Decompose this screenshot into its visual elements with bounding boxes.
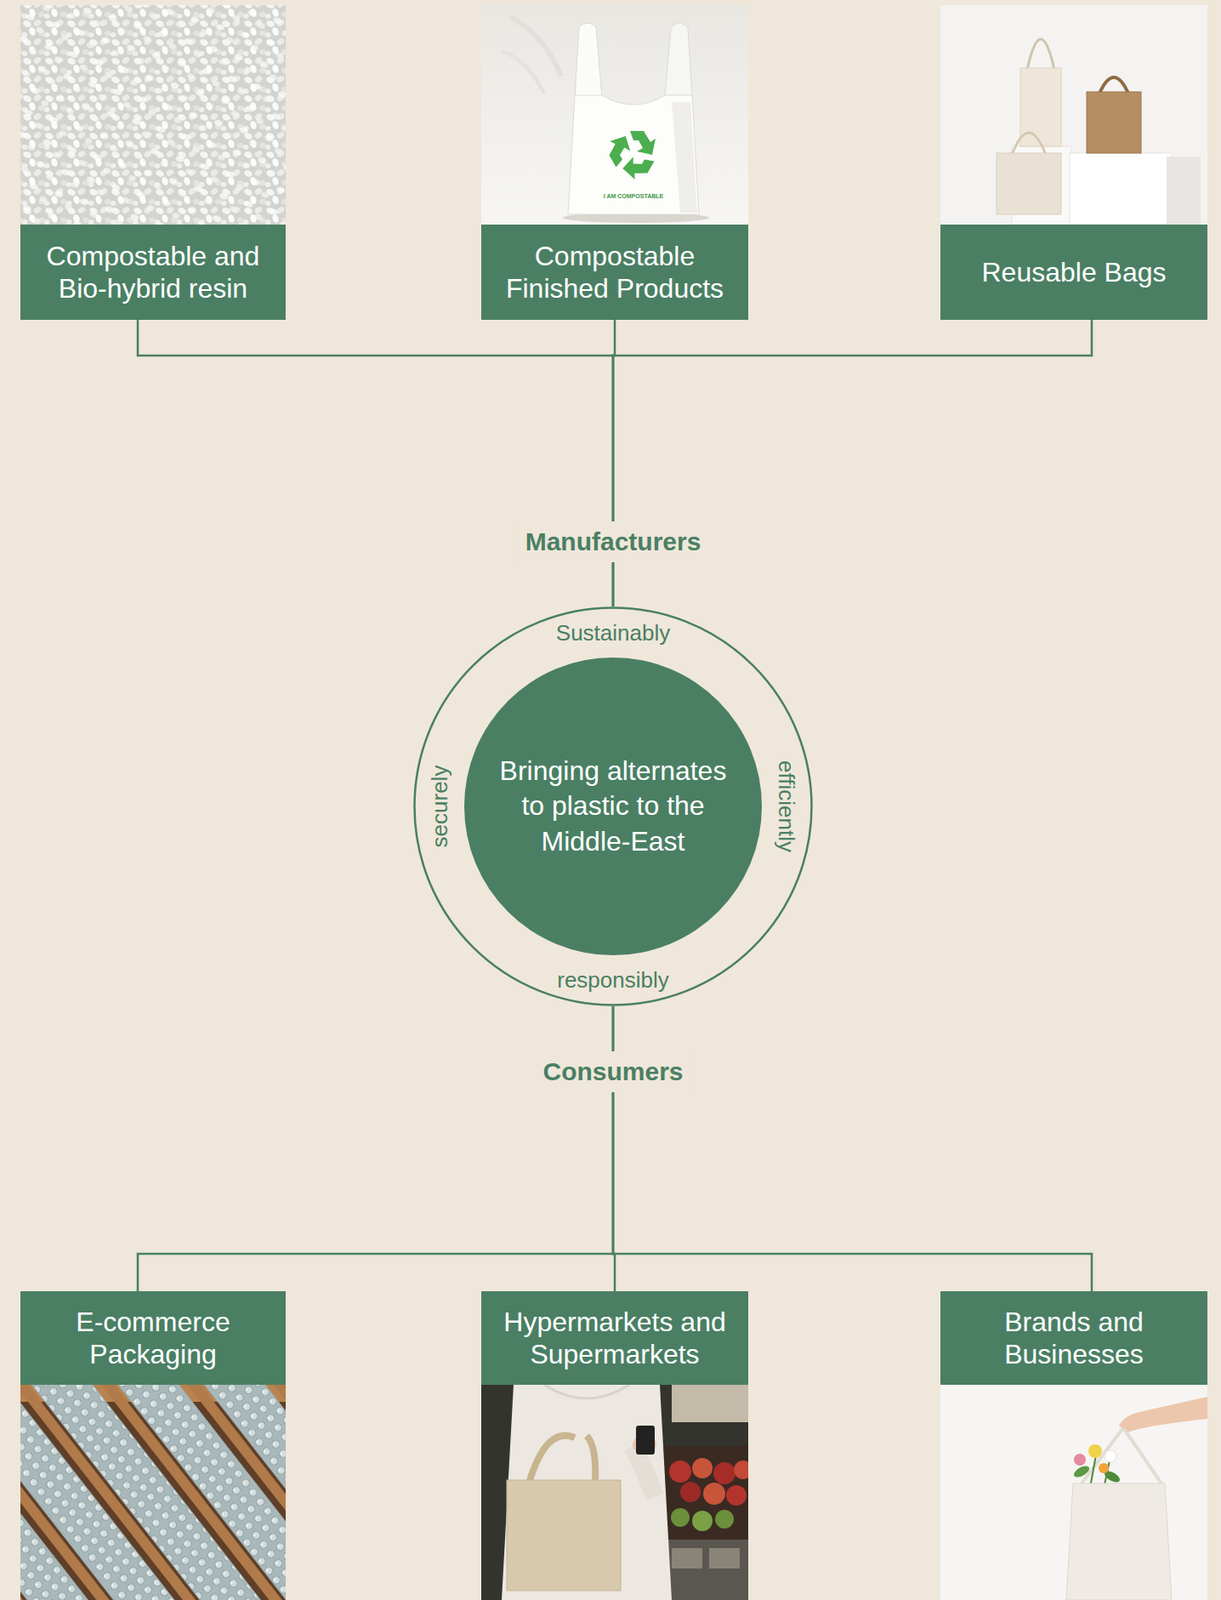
- label-box: Compostable Finished Products: [481, 224, 749, 320]
- resin-photo-part: [20, 5, 286, 225]
- flow-label: Consumers: [533, 1050, 692, 1092]
- ring-word-slot: Sustainably: [556, 620, 671, 646]
- ring-word-slot: responsibly: [556, 967, 670, 993]
- brand-bag-photo: [940, 1384, 1208, 1600]
- supermarket-photo-part: [636, 1425, 655, 1454]
- supermarket-photo-part: [506, 1479, 621, 1591]
- ecommerce-photo-part-part: [147, 1384, 286, 1576]
- reusable-bags-photo-part: [1011, 132, 1046, 155]
- compostable-bag-photo-part: [510, 17, 562, 77]
- supermarket-photo-part: [733, 1459, 749, 1479]
- ecommerce-photo-part-part: [93, 1384, 286, 1600]
- ring-word: efficiently: [774, 760, 800, 852]
- compostable-bag-photo-part: [567, 95, 699, 215]
- supermarket-photo-part: [703, 1482, 726, 1505]
- ecommerce-photo-part-part: [136, 1384, 286, 1585]
- compostable-bag-photo-part-part: [630, 130, 656, 155]
- ring-word-slot: efficiently: [774, 760, 800, 852]
- connector-line: [137, 319, 614, 607]
- center-circle: Bringing alternates to plastic to the Mi…: [464, 657, 762, 955]
- reusable-bags-photo: [940, 5, 1208, 225]
- ring-outline: [414, 607, 813, 1006]
- supermarket-photo-part: [501, 1384, 672, 1600]
- brand-bag-photo-part: [1072, 1463, 1091, 1480]
- compostable-bag-photo-part: [481, 5, 749, 225]
- reusable-bags-photo-part: [996, 153, 1062, 215]
- connector-line: [613, 319, 1092, 607]
- box-label: E-commerce Packaging: [37, 1305, 269, 1371]
- ring-word: securely: [427, 765, 453, 848]
- box-label: Compostable and Bio-hybrid resin: [37, 239, 269, 306]
- compostable-bag-photo-part: [501, 51, 545, 94]
- supermarket-photo-part: [715, 1509, 734, 1528]
- brand-bag-photo-part: [1118, 1396, 1208, 1432]
- label-box: Reusable Bags: [940, 224, 1208, 320]
- reusable-bags-photo-part: [940, 5, 1208, 225]
- compostable-bag-photo-part: [574, 22, 602, 97]
- bag-print: I AM COMPOSTABLE: [603, 193, 664, 200]
- compostable-bag-photo-part-part: [602, 132, 637, 167]
- label-box: Brands and Businesses: [940, 1290, 1208, 1385]
- brand-bag-photo-part: [1088, 1443, 1102, 1458]
- brand-bag-photo-part: [940, 1384, 1208, 1600]
- compostable-bag-photo: [481, 5, 749, 225]
- label-slot: I AM COMPOSTABLE: [603, 193, 664, 200]
- supermarket-photo-part: [680, 1481, 701, 1502]
- supermarket-photo-part: [726, 1484, 747, 1505]
- ring-circle: Sustainably efficiently responsibly securel…: [413, 606, 813, 1006]
- reusable-bags-photo-part: [1086, 91, 1142, 154]
- supermarket-photo-part: [671, 1384, 749, 1422]
- box-label: Reusable Bags: [981, 255, 1166, 289]
- supermarket-photo-part: [586, 1435, 596, 1483]
- connector-line: [613, 1005, 1092, 1291]
- brand-bag-photo-part: [1098, 1462, 1109, 1473]
- reusable-bags-photo-part: [1020, 68, 1062, 147]
- ring-word: Sustainably: [556, 620, 671, 646]
- brand-bag-photo-part: [1073, 1453, 1086, 1466]
- compostable-bag-photo-part-part: [620, 149, 654, 184]
- supermarket-photo-part: [670, 1507, 690, 1527]
- ring-word-slot: securely: [427, 765, 453, 848]
- box-label: Brands and Businesses: [957, 1305, 1191, 1371]
- compostable-bag-photo-part: [664, 22, 693, 97]
- connector-line: [137, 1005, 614, 1291]
- supermarket-photo-part: [692, 1510, 713, 1531]
- ecommerce-photo: [20, 1384, 286, 1600]
- ring-word: responsibly: [556, 967, 670, 993]
- reusable-bags-photo-part: [1069, 153, 1172, 225]
- compostable-bag-photo-part: [671, 102, 698, 213]
- reusable-bags-photo-part: [1027, 39, 1055, 70]
- supermarket-photo-part: [709, 1547, 740, 1568]
- supermarket-photo-part: [692, 1457, 713, 1478]
- supermarket-photo-part: [663, 1539, 749, 1600]
- label-box: E-commerce Packaging: [20, 1290, 286, 1385]
- box-label: Hypermarkets and Supermarkets: [498, 1305, 732, 1371]
- label-slot: Manufacturers: [516, 521, 710, 563]
- brand-bag-photo-part: [1066, 1482, 1172, 1600]
- resin-photo: [20, 5, 286, 225]
- reusable-bags-photo-part: [1166, 156, 1201, 225]
- supermarket-photo-part: [671, 1547, 703, 1568]
- label-box: Hypermarkets and Supermarkets: [481, 1290, 749, 1385]
- resin-photo-part: [20, 5, 286, 225]
- brand-bag-photo-part: [1104, 1449, 1117, 1462]
- center-disc: [464, 657, 762, 955]
- supermarket-photo-part: [528, 1435, 575, 1483]
- box-label: Compostable Finished Products: [498, 239, 732, 306]
- supermarket-photo-part: [544, 1384, 630, 1398]
- supermarket-photo-part: [481, 1384, 749, 1600]
- compostable-bag-photo-part: [602, 130, 656, 184]
- flow-label: Manufacturers: [516, 521, 710, 563]
- brand-bag-photo-part: [1124, 1428, 1162, 1483]
- label-slot: Consumers: [533, 1050, 692, 1092]
- supermarket-photo-part: [669, 1459, 692, 1483]
- center-statement: Bringing alternates to plastic to the Mi…: [492, 753, 735, 860]
- label-box: Compostable and Bio-hybrid resin: [20, 224, 286, 320]
- ecommerce-photo-part: [20, 1384, 286, 1600]
- supermarket-photo: [481, 1384, 749, 1600]
- supermarket-photo-part: [713, 1461, 736, 1484]
